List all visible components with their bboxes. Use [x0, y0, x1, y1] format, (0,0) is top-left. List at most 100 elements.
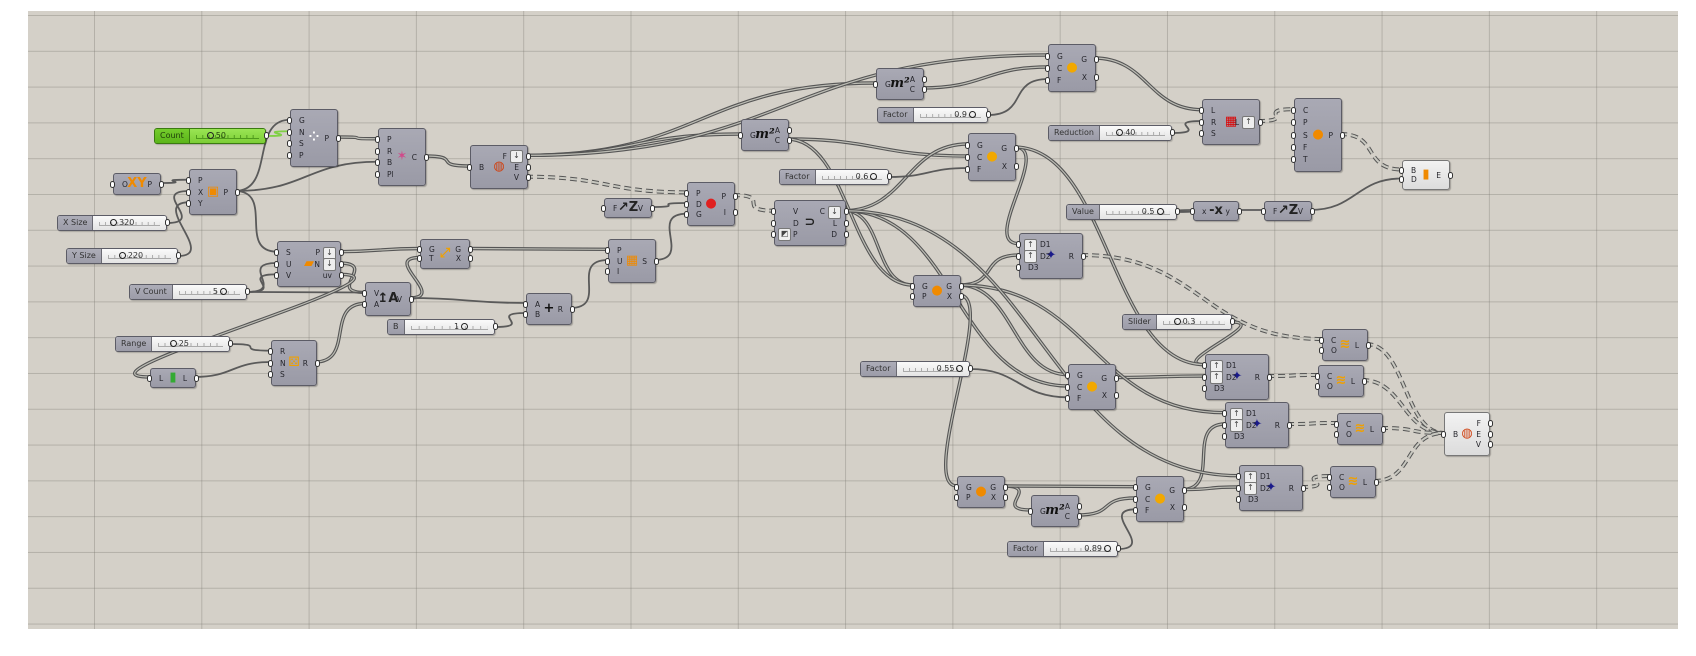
- input-grip[interactable]: [965, 153, 970, 161]
- wire[interactable]: [1373, 431, 1445, 483]
- output-port-v[interactable]: V: [1297, 206, 1303, 216]
- slider-knob[interactable]: [220, 288, 228, 295]
- output-grip[interactable]: [1114, 392, 1119, 399]
- output-grip[interactable]: [654, 257, 659, 265]
- output-grip[interactable]: [1448, 171, 1453, 179]
- output-port-e[interactable]: E: [514, 162, 519, 172]
- output-grip[interactable]: [1094, 55, 1099, 63]
- input-grip[interactable]: [738, 131, 743, 139]
- wire[interactable]: [1339, 132, 1403, 172]
- output-port-r[interactable]: R: [1274, 420, 1280, 430]
- input-grip[interactable]: [274, 271, 279, 279]
- output-port-v[interactable]: V: [396, 294, 402, 304]
- output-port-p[interactable]: P: [721, 191, 726, 201]
- input-grip[interactable]: [1291, 106, 1296, 114]
- input-grip[interactable]: [954, 483, 959, 491]
- wire[interactable]: [888, 167, 969, 178]
- input-grip[interactable]: [1315, 382, 1320, 390]
- input-port-c[interactable]: C: [1303, 105, 1309, 115]
- wire[interactable]: [649, 202, 688, 208]
- input-port-f[interactable]: F: [1145, 505, 1150, 515]
- wire[interactable]: [843, 208, 914, 287]
- output-port-g[interactable]: G: [1169, 486, 1175, 495]
- output-grip[interactable]: [959, 282, 964, 290]
- wire[interactable]: [786, 137, 969, 158]
- wire[interactable]: [229, 343, 272, 352]
- input-port-p[interactable]: P: [617, 245, 622, 255]
- output-port-y[interactable]: y: [1225, 206, 1230, 216]
- input-port-d3[interactable]: D3: [1234, 431, 1245, 441]
- output-grip[interactable]: [1014, 162, 1019, 170]
- input-port-c[interactable]: C: [1327, 371, 1333, 381]
- output-grip[interactable]: [245, 288, 250, 295]
- input-port-c[interactable]: C: [1346, 419, 1352, 429]
- output-grip[interactable]: [787, 136, 792, 144]
- input-port-o[interactable]: O: [1327, 381, 1333, 391]
- output-port-g[interactable]: G: [1001, 143, 1007, 153]
- output-grip[interactable]: [1267, 373, 1272, 381]
- output-port-x[interactable]: X: [1001, 161, 1007, 171]
- wire[interactable]: [1286, 421, 1338, 426]
- output-grip[interactable]: [1003, 483, 1008, 491]
- slider-track[interactable]: 1: [404, 320, 494, 334]
- slider-value[interactable]: 0.3: [1172, 315, 1195, 329]
- output-grip[interactable]: [787, 126, 792, 134]
- output-grip[interactable]: [733, 192, 738, 200]
- slider-value[interactable]: 1: [454, 320, 470, 334]
- slider-value[interactable]: 220: [117, 249, 143, 263]
- input-port-a[interactable]: A: [535, 299, 541, 309]
- output-grip[interactable]: [1488, 419, 1493, 427]
- input-grip[interactable]: [605, 246, 610, 254]
- wire[interactable]: [408, 297, 527, 304]
- output-port-x[interactable]: X: [1169, 503, 1175, 512]
- input-grip[interactable]: [186, 177, 191, 185]
- input-port-l[interactable]: L: [1211, 106, 1216, 116]
- input-port-g[interactable]: G: [922, 281, 928, 291]
- wire[interactable]: [987, 78, 1049, 116]
- wire[interactable]: [467, 246, 609, 252]
- output-grip[interactable]: [339, 249, 344, 257]
- output-port-l[interactable]: L: [1369, 424, 1374, 434]
- output-grip[interactable]: [1340, 131, 1345, 139]
- input-grip[interactable]: [873, 80, 878, 88]
- slider-knob[interactable]: [870, 173, 878, 180]
- input-grip[interactable]: [1399, 167, 1404, 174]
- output-grip[interactable]: [1114, 375, 1119, 382]
- input-port-d2[interactable]: D2: [1226, 372, 1237, 382]
- input-port-s[interactable]: S: [1211, 128, 1216, 138]
- slider-value[interactable]: 0.89: [1084, 542, 1113, 556]
- output-port-l[interactable]: L: [182, 373, 187, 383]
- input-port-l[interactable]: L: [159, 373, 164, 383]
- input-port-g[interactable]: G: [1057, 51, 1063, 61]
- output-grip[interactable]: [1381, 425, 1386, 433]
- output-grip[interactable]: [493, 323, 498, 330]
- input-grip[interactable]: [684, 200, 689, 208]
- output-grip[interactable]: [570, 305, 575, 313]
- input-grip[interactable]: [467, 163, 472, 171]
- input-port-g[interactable]: G: [966, 482, 972, 492]
- input-port-g[interactable]: G: [1077, 371, 1083, 381]
- input-port-p[interactable]: P: [299, 150, 304, 160]
- input-grip[interactable]: [1222, 432, 1227, 440]
- input-port-o[interactable]: O: [122, 179, 128, 189]
- input-grip[interactable]: [1133, 506, 1138, 514]
- output-port-g[interactable]: G: [455, 245, 461, 254]
- output-grip[interactable]: [1362, 377, 1367, 385]
- slider-knob[interactable]: [1173, 318, 1181, 325]
- input-port-c[interactable]: C: [1077, 382, 1083, 392]
- input-grip[interactable]: [684, 189, 689, 197]
- input-port-i[interactable]: I: [617, 267, 620, 277]
- output-grip[interactable]: [1014, 144, 1019, 152]
- output-port-v[interactable]: V: [637, 203, 643, 213]
- output-port-l[interactable]: L: [1354, 340, 1359, 350]
- input-port-s[interactable]: S: [1303, 130, 1308, 140]
- input-grip[interactable]: [605, 268, 610, 276]
- output-grip[interactable]: [1182, 504, 1187, 511]
